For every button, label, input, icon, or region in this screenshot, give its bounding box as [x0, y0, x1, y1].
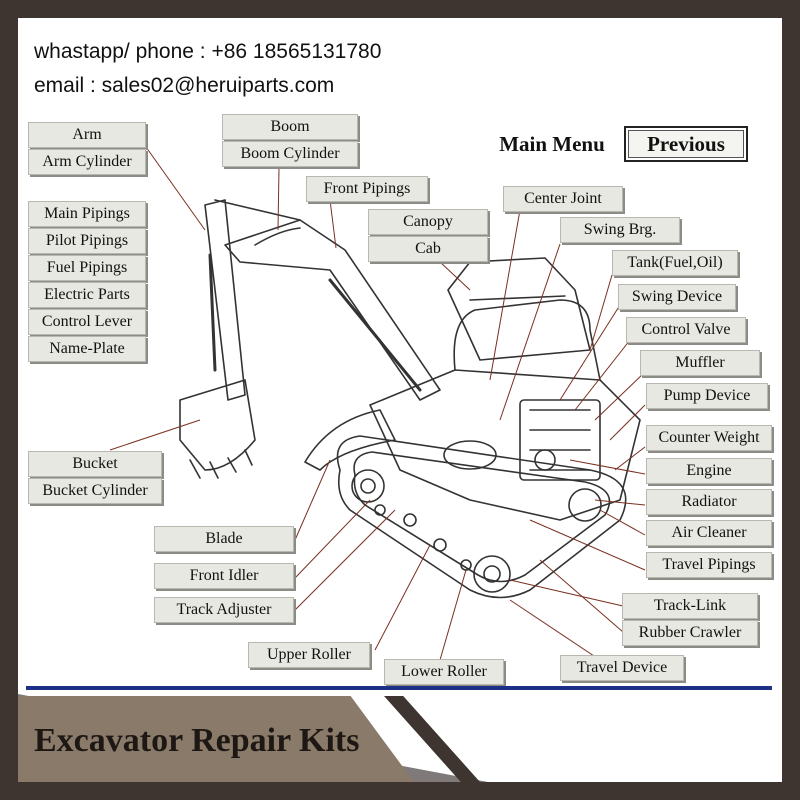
label-counter-weight[interactable]: Counter Weight — [646, 425, 772, 451]
label-blade[interactable]: Blade — [154, 526, 294, 552]
blue-divider — [26, 686, 772, 690]
label-engine[interactable]: Engine — [646, 458, 772, 484]
label-boom-cylinder[interactable]: Boom Cylinder — [222, 141, 358, 167]
arm-shape — [204, 199, 246, 401]
blade-shape — [304, 409, 396, 471]
label-arm-cylinder[interactable]: Arm Cylinder — [28, 149, 146, 175]
label-bucket-cylinder[interactable]: Bucket Cylinder — [28, 478, 162, 504]
label-boom[interactable]: Boom — [222, 114, 358, 140]
leader-lines — [109, 146, 646, 661]
label-pump-device[interactable]: Pump Device — [646, 383, 768, 409]
canopy-shape — [447, 257, 591, 361]
label-travel-device[interactable]: Travel Device — [560, 655, 684, 681]
label-electric-parts[interactable]: Electric Parts — [28, 282, 146, 308]
label-control-lever[interactable]: Control Lever — [28, 309, 146, 335]
label-main-pipings[interactable]: Main Pipings — [28, 201, 146, 227]
label-name-plate[interactable]: Name-Plate — [28, 336, 146, 362]
label-bucket[interactable]: Bucket — [28, 451, 162, 477]
bucket-shape — [179, 379, 256, 471]
contact-email: email : sales02@heruiparts.com — [34, 74, 335, 97]
label-swing-device[interactable]: Swing Device — [618, 284, 736, 310]
previous-button[interactable]: Previous — [624, 126, 748, 162]
main-menu-button[interactable]: Main Menu — [499, 131, 605, 156]
label-radiator[interactable]: Radiator — [646, 489, 772, 515]
label-canopy[interactable]: Canopy — [368, 209, 488, 235]
label-muffler[interactable]: Muffler — [640, 350, 760, 376]
label-track-link[interactable]: Track-Link — [622, 593, 758, 619]
label-center-joint[interactable]: Center Joint — [503, 186, 623, 212]
label-cab[interactable]: Cab — [368, 236, 488, 262]
body-shape — [369, 369, 641, 521]
contact-phone: whastapp/ phone : +86 18565131780 — [34, 40, 382, 63]
label-fuel-pipings[interactable]: Fuel Pipings — [28, 255, 146, 281]
label-front-idler[interactable]: Front Idler — [154, 563, 294, 589]
label-control-valve[interactable]: Control Valve — [626, 317, 746, 343]
label-swing-brg[interactable]: Swing Brg. — [560, 217, 680, 243]
label-lower-roller[interactable]: Lower Roller — [384, 659, 504, 685]
banner-background — [18, 696, 414, 782]
label-arm[interactable]: Arm — [28, 122, 146, 148]
label-rubber-crawler[interactable]: Rubber Crawler — [622, 620, 758, 646]
label-front-pipings[interactable]: Front Pipings — [306, 176, 428, 202]
label-tank[interactable]: Tank(Fuel,Oil) — [612, 250, 738, 276]
label-travel-pipings[interactable]: Travel Pipings — [646, 552, 772, 578]
label-upper-roller[interactable]: Upper Roller — [248, 642, 370, 668]
track-outline — [336, 435, 627, 599]
label-track-adjuster[interactable]: Track Adjuster — [154, 597, 294, 623]
banner-title: Excavator Repair Kits — [34, 722, 360, 759]
label-air-cleaner[interactable]: Air Cleaner — [646, 520, 772, 546]
boom-shape — [224, 219, 441, 401]
label-pilot-pipings[interactable]: Pilot Pipings — [28, 228, 146, 254]
